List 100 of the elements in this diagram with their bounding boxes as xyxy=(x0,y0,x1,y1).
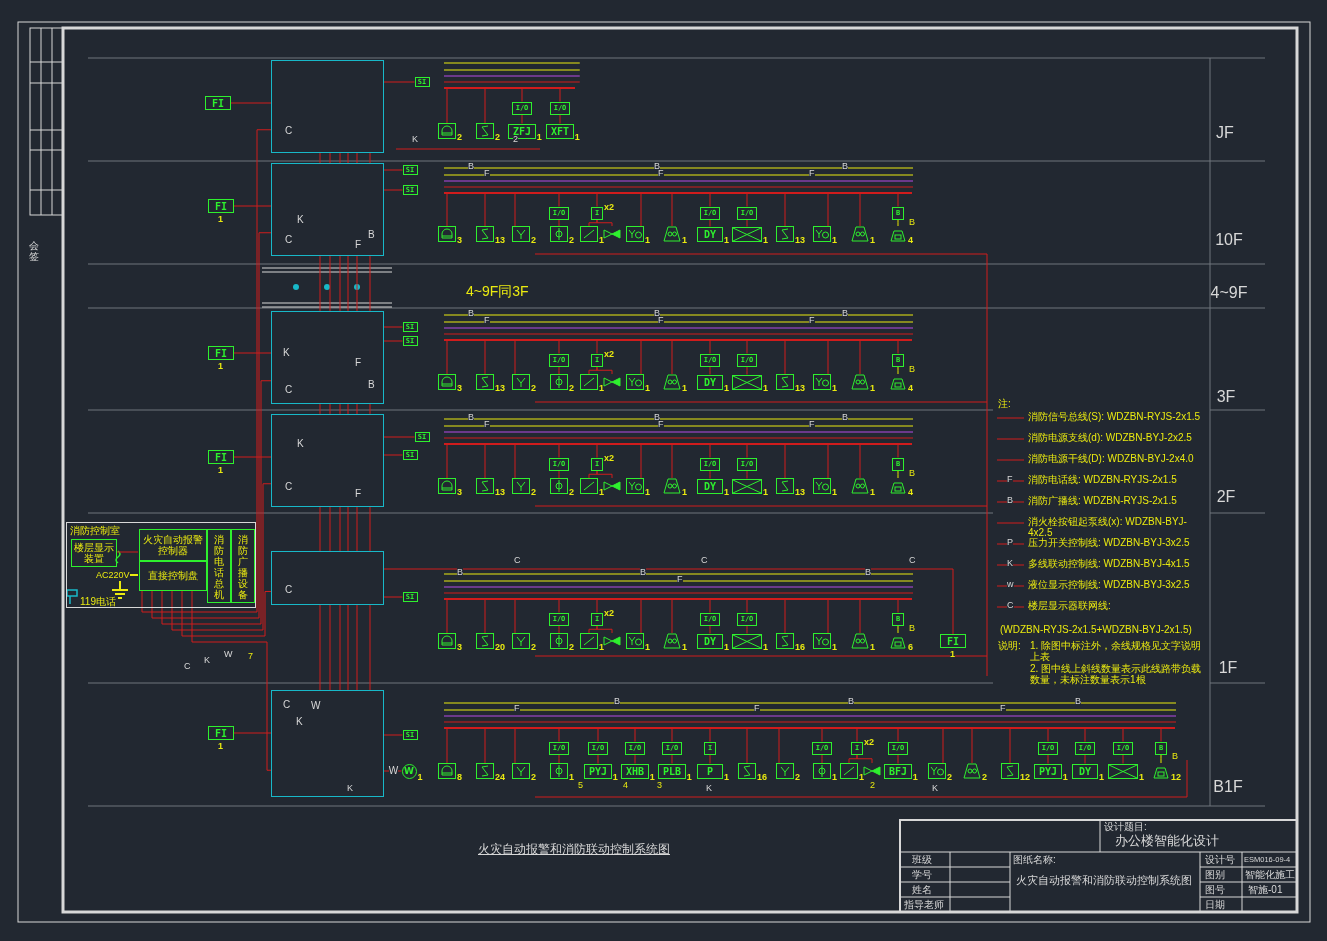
zigzag-symbol-icon xyxy=(476,633,494,649)
control-panel: 火灾自动报警控制器 xyxy=(139,529,207,561)
connector-line xyxy=(746,625,748,634)
connector-line xyxy=(514,599,516,634)
title-block-text: 班级 xyxy=(912,854,932,865)
legend-text: 楼层显示器联网线: xyxy=(1028,601,1112,612)
connector-line xyxy=(746,340,748,354)
quantity-label: 1 xyxy=(763,383,768,394)
wire-letter: K xyxy=(412,135,418,145)
trapezoid-symbol-icon xyxy=(663,374,681,390)
quantity-label: 1 xyxy=(763,642,768,653)
quantity-label: 20 xyxy=(495,643,505,653)
valve-icon xyxy=(603,478,621,494)
dome-symbol-icon xyxy=(438,123,456,139)
floor-label: 3F xyxy=(1210,388,1242,406)
wire-letter: F xyxy=(658,169,664,179)
signature-heading: 会签 xyxy=(29,240,39,262)
connector-line xyxy=(709,470,711,479)
valve-icon xyxy=(603,374,621,390)
connector-line xyxy=(709,193,711,207)
equipment-box: BFJ xyxy=(884,763,912,779)
quantity-label: 1 xyxy=(417,772,423,783)
wire-letter: C xyxy=(284,584,294,595)
wire-letter: B xyxy=(457,568,463,578)
quantity-label: 13 xyxy=(495,236,505,246)
connector-line xyxy=(446,193,448,227)
wire-letter: F xyxy=(809,169,815,179)
connector-line xyxy=(1047,728,1049,742)
quantity-label: 1 xyxy=(724,487,729,498)
wire-letter: B xyxy=(640,568,646,578)
fork-symbol-icon xyxy=(512,478,530,494)
connector-line xyxy=(383,454,403,456)
fork-circle-symbol-icon xyxy=(626,374,644,390)
slash-symbol-icon xyxy=(580,374,598,390)
quantity-label: 13 xyxy=(495,488,505,498)
connector-line xyxy=(596,444,598,458)
zigzag-symbol-icon xyxy=(738,763,756,779)
connector-line xyxy=(446,340,448,375)
quantity-label: 1 xyxy=(832,236,837,246)
title-block-text: 图号 xyxy=(1205,884,1225,895)
quantity-label: 1 xyxy=(1062,772,1068,783)
connector-line xyxy=(559,114,561,124)
quantity-label: 13 xyxy=(795,488,805,498)
circle-bar-symbol-icon xyxy=(550,478,568,494)
connector-line xyxy=(897,193,899,207)
equipment-box: FI xyxy=(208,346,234,360)
connector-line xyxy=(141,129,272,613)
connector-line xyxy=(1160,754,1162,764)
connector-line xyxy=(446,444,448,479)
wire-letter: F xyxy=(658,420,664,430)
trapezoid-symbol-icon xyxy=(851,478,869,494)
equipment-box: DY xyxy=(697,633,723,649)
trapezoid-symbol-icon xyxy=(851,226,869,242)
quantity-label: 4 xyxy=(908,488,913,498)
connector-line xyxy=(596,599,598,613)
equipment-box: PLB xyxy=(658,763,686,779)
connector-line xyxy=(827,340,829,375)
zigzag-symbol-icon xyxy=(476,763,494,779)
fork-circle-symbol-icon xyxy=(928,763,946,779)
equipment-box: DY xyxy=(1072,763,1098,779)
quantity-label: 12 xyxy=(1020,773,1030,783)
wire-letter: K xyxy=(706,784,712,794)
control-panel: 直接控制盘 xyxy=(139,561,207,591)
legend-text: 液位显示控制线: WDZBN-BYJ-3x2.5 xyxy=(1028,580,1191,591)
zigzag-symbol-icon xyxy=(776,478,794,494)
connector-line xyxy=(784,340,786,375)
connector-line xyxy=(821,754,823,764)
connector-line xyxy=(1122,728,1124,742)
quantity-label: 2 xyxy=(495,133,500,143)
fork-symbol-icon xyxy=(512,374,530,390)
connector-line xyxy=(856,754,873,764)
connector-line xyxy=(319,604,371,691)
legend-text: 消防电源干线(D): WDZBN-BYJ-2x4.0 xyxy=(1028,454,1195,465)
connector-line xyxy=(233,456,272,458)
legend-text: 消防广播线: WDZBN-RYJS-2x1.5 xyxy=(1028,496,1178,507)
wire-letter: K xyxy=(296,214,305,225)
wire-letter: K xyxy=(295,716,304,727)
equipment-box: PYJ xyxy=(584,763,612,779)
quantity-label: x2 xyxy=(604,202,614,213)
quantity-label: x2 xyxy=(604,349,614,360)
project-title: 办公楼智能化设计 xyxy=(1115,834,1219,849)
connector-line xyxy=(181,589,272,637)
wire-letter: F xyxy=(677,575,683,585)
equipment-box: DY xyxy=(697,226,723,242)
quantity-label: x2 xyxy=(604,453,614,464)
wire-letter: B xyxy=(842,162,848,172)
connector-line xyxy=(709,625,711,634)
wire-letter: B xyxy=(909,624,915,634)
floor-label: 2F xyxy=(1210,488,1242,506)
connector-line xyxy=(634,728,636,742)
connector-line xyxy=(784,193,786,227)
wire-letter: W xyxy=(310,700,322,711)
circle-bar-symbol-icon xyxy=(813,763,831,779)
wire-letter: B xyxy=(468,162,474,172)
connector-line xyxy=(746,219,748,227)
wire-letter: C xyxy=(282,699,292,710)
junction-frame xyxy=(271,60,384,153)
quantity-label: x2 xyxy=(604,608,614,619)
fork-symbol-icon xyxy=(512,763,530,779)
connector-line xyxy=(559,88,561,102)
